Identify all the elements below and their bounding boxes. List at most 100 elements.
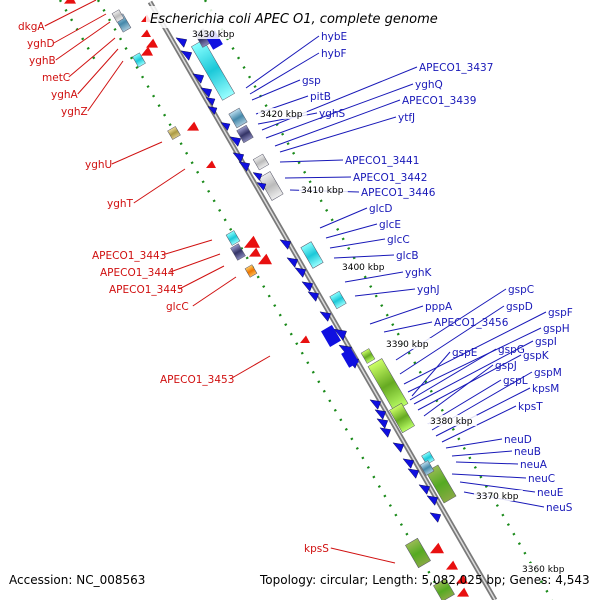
kbp-tick-backdrop <box>520 563 569 574</box>
gene-label-left: yghT <box>107 198 134 210</box>
blue-gene-arrow <box>319 311 332 322</box>
gene-label-right: kpsT <box>518 401 543 413</box>
gene-label-right: gspF <box>548 307 573 319</box>
backbone-highlight <box>149 1 496 601</box>
dotted-guide-lines <box>58 0 554 601</box>
leader-line-left <box>68 37 116 78</box>
red-gene-arrow <box>300 335 310 343</box>
gene-label-left: yghU <box>85 159 112 171</box>
kbp-tick-backdrop <box>299 184 348 195</box>
leader-line-right <box>435 387 531 437</box>
gene-label-right: neuC <box>528 473 555 485</box>
blue-gene-arrow <box>220 122 231 131</box>
gene-labels: dkgAyghDyghBmetCyghAyghZyghUyghTAPECO1_3… <box>18 21 573 555</box>
red-gene-arrow <box>244 235 260 248</box>
leader-line-left <box>192 276 237 307</box>
gene-label-right: pitB <box>310 91 331 103</box>
leader-line-left <box>162 239 213 256</box>
gene-box-3444 <box>230 243 246 261</box>
kbp-tick-label: 3390 kbp <box>386 340 429 350</box>
gene-label-right: hybF <box>321 48 347 60</box>
gene-box-glcC <box>329 290 347 310</box>
gene-label-right: gspD <box>506 301 533 313</box>
gene-label-left: metC <box>42 72 70 84</box>
blue-gene-arrow <box>175 37 188 48</box>
gene-box-glcE <box>300 241 324 269</box>
kbp-tick-backdrop <box>258 108 307 119</box>
kbp-tick-backdrop <box>340 261 389 272</box>
gene-label-right: gspM <box>534 367 562 379</box>
red-gene-arrow <box>146 38 158 48</box>
red-gene-arrow <box>446 560 458 570</box>
gene-box-3441 <box>252 153 270 171</box>
red-gene-arrow <box>206 160 216 168</box>
gene-label-right: gspL <box>503 375 528 387</box>
blue-gene-bar <box>341 348 359 368</box>
kbp-tick-label: 3410 kbp <box>301 186 344 196</box>
gene-label-right: glcD <box>369 203 392 215</box>
gene-label-left: APECO1_3444 <box>100 267 175 279</box>
blue-gene-arrow <box>333 328 347 341</box>
leader-line-right <box>249 52 320 95</box>
red-gene-arrow <box>141 29 151 37</box>
leader-line-right <box>423 364 494 417</box>
leader-line-right <box>451 473 527 479</box>
gene-box-yghU <box>167 126 181 140</box>
gene-label-left: yghA <box>51 89 79 101</box>
gene-label-left: APECO1_3443 <box>92 250 166 262</box>
leader-line-right <box>245 35 320 89</box>
leader-line-right <box>333 254 395 259</box>
topology-text: Topology: circular; Length: 5,082,025 bp… <box>260 573 590 587</box>
red-gene-arrow <box>141 46 153 56</box>
blue-gene-arrow <box>418 484 431 495</box>
kbp-tick-label: 3370 kbp <box>476 492 519 502</box>
blue-gene-arrow <box>369 399 382 410</box>
leader-line-right <box>441 405 517 443</box>
blue-gene-arrow <box>392 442 405 453</box>
leader-line-right <box>251 79 301 101</box>
gene-label-right: glcB <box>396 250 419 262</box>
red-gene-arrow <box>456 574 468 584</box>
blue-gene-arrow <box>256 182 267 191</box>
blue-gene-arrow <box>252 172 263 181</box>
gene-label-right: gspI <box>535 336 557 348</box>
kbp-tick-label: 3420 kbp <box>260 110 303 120</box>
gene-label-right: glcC <box>387 234 410 246</box>
gene-features <box>64 0 469 602</box>
blue-gene-arrow <box>379 427 392 438</box>
gene-label-right: neuS <box>546 502 573 514</box>
leader-line-left <box>178 265 225 290</box>
leader-line-right <box>325 223 378 239</box>
leader-line-left <box>44 0 97 27</box>
blue-gene-arrow <box>407 468 420 479</box>
map-title: Escherichia coli APEC O1, complete genom… <box>150 12 438 27</box>
gene-box-hybE <box>191 39 235 101</box>
gene-label-right: APECO1_3441 <box>345 155 419 167</box>
gene-label-left: yghZ <box>61 106 88 118</box>
blue-gene-arrow <box>180 50 193 61</box>
gene-box-yghS <box>236 124 254 144</box>
red-gene-arrow <box>258 253 272 265</box>
gene-box-gspL <box>389 402 415 434</box>
red-gene-arrow <box>457 587 469 597</box>
genome-backbone <box>147 0 498 602</box>
gene-label-right: gspE <box>452 347 477 359</box>
kbp-tick-backdrop <box>190 28 239 39</box>
blue-gene-arrow <box>301 281 314 292</box>
kbp-tick-backdrop <box>428 415 477 426</box>
gene-label-right: gspG <box>498 344 525 356</box>
gene-label-right: yghJ <box>417 284 440 296</box>
gene-label-right: gspK <box>523 350 550 362</box>
blue-gene-arrow <box>238 161 251 172</box>
leader-line-right <box>354 288 416 297</box>
leader-line-left <box>77 48 119 95</box>
label-leader-lines <box>44 0 547 564</box>
gene-box-bottom <box>433 578 455 602</box>
kbp-tick-label: 3400 kbp <box>342 263 385 273</box>
leader-line-right <box>451 450 513 457</box>
gene-box-3443 <box>225 230 241 246</box>
gene-label-left: yghD <box>27 38 55 50</box>
title-backdrop <box>146 6 424 28</box>
